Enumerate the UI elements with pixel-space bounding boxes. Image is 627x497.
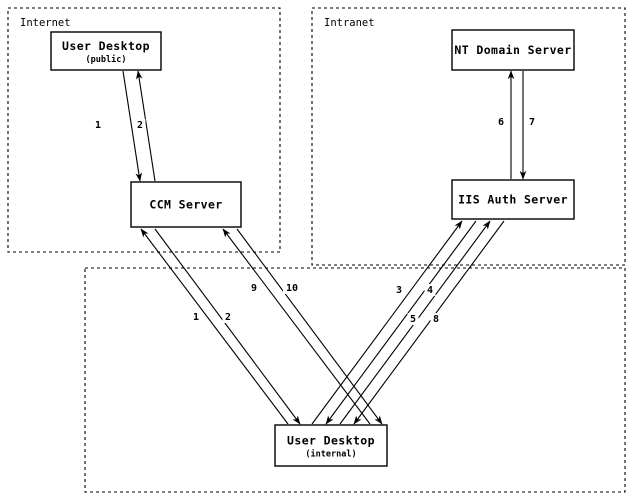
node-subtitle-user-desktop-public: (public) [86, 54, 127, 65]
node-title-nt-domain-server: NT Domain Server [454, 43, 571, 57]
node-user-desktop-public[interactable]: User Desktop(public) [50, 31, 162, 71]
node-ccm-server[interactable]: CCM Server [130, 181, 242, 228]
flow-label-backdrop-flow-8 [430, 313, 442, 325]
node-title-user-desktop-internal: User Desktop [287, 434, 375, 448]
zone-label-intranet: Intranet [324, 17, 375, 29]
flow-line-flow-3 [311, 220, 463, 425]
flow-line-flow-4 [325, 220, 477, 425]
flow-label-group-flow-8: 8 [430, 313, 442, 325]
flow-line-flow-8 [353, 220, 505, 425]
flow-label-backdrop-flow-7 [526, 116, 538, 128]
flow-label-group-flow-1-public: 1 [92, 119, 104, 131]
node-box-user-desktop-internal[interactable] [274, 424, 388, 467]
node-box-nt-domain-server[interactable] [451, 29, 575, 71]
flow-label-flow-5: 5 [410, 314, 416, 325]
node-box-user-desktop-public[interactable] [50, 31, 162, 71]
flow-label-flow-8: 8 [433, 314, 439, 325]
node-title-ccm-server: CCM Server [149, 198, 222, 212]
flow-label-group-flow-10: 10 [283, 282, 301, 294]
flow-line-flow-1-public [122, 70, 143, 182]
zone-internet: Internet [7, 7, 281, 253]
flow-line-flow-10 [236, 228, 383, 425]
zone-boundary-internal [84, 267, 626, 493]
node-box-iis-auth-server[interactable] [451, 179, 575, 220]
flow-label-backdrop-flow-5 [407, 313, 419, 325]
flow-label-group-flow-1-internal: 1 [190, 311, 202, 323]
flow-label-backdrop-flow-10 [283, 282, 301, 294]
zone-internal [84, 267, 626, 493]
flow-label-group-flow-4: 4 [424, 284, 436, 296]
zones-layer: Internet Intranet [7, 7, 626, 493]
flow-label-backdrop-flow-3 [393, 284, 405, 296]
flow-line-flow-1-internal [140, 228, 289, 425]
flow-label-backdrop-flow-2-public [134, 119, 146, 131]
flow-label-backdrop-flow-1-public [92, 119, 104, 131]
node-box-ccm-server[interactable] [130, 181, 242, 228]
flow-label-group-flow-2-internal: 2 [222, 311, 234, 323]
flow-label-backdrop-flow-1-internal [190, 311, 202, 323]
flow-label-group-flow-9: 9 [248, 282, 260, 294]
flow-label-backdrop-flow-6 [495, 116, 507, 128]
flow-label-group-flow-2-public: 2 [134, 119, 146, 131]
zone-intranet: Intranet [311, 7, 626, 266]
flow-label-backdrop-flow-9 [248, 282, 260, 294]
flow-label-flow-4: 4 [427, 285, 433, 296]
zone-boundary-intranet [311, 7, 626, 266]
flow-label-group-flow-3: 3 [393, 284, 405, 296]
flow-label-flow-3: 3 [396, 285, 402, 296]
zone-label-internet: Internet [20, 17, 71, 29]
node-title-user-desktop-public: User Desktop [62, 39, 150, 53]
flow-label-flow-6: 6 [498, 117, 504, 128]
node-user-desktop-internal[interactable]: User Desktop(internal) [274, 424, 388, 467]
flow-line-flow-2-internal [154, 228, 301, 425]
flow-label-flow-9: 9 [251, 283, 257, 294]
flow-label-group-flow-6: 6 [495, 116, 507, 128]
flows-layer [122, 70, 527, 425]
flow-label-flow-2-public: 2 [137, 120, 143, 131]
node-title-iis-auth-server: IIS Auth Server [458, 193, 568, 207]
flow-label-group-flow-7: 7 [526, 116, 538, 128]
flow-label-backdrop-flow-2-internal [222, 311, 234, 323]
flow-label-flow-10: 10 [286, 283, 298, 294]
node-subtitle-user-desktop-internal: (internal) [305, 449, 356, 460]
flow-labels-layer: 1 2 6 7 1 2 9 10 3 4 5 8 [92, 116, 538, 325]
flow-line-flow-9 [222, 228, 371, 425]
flow-line-flow-2-public [135, 70, 156, 182]
flow-label-flow-1-public: 1 [95, 120, 101, 131]
node-nt-domain-server[interactable]: NT Domain Server [451, 29, 575, 71]
flow-label-flow-7: 7 [529, 117, 535, 128]
node-iis-auth-server[interactable]: IIS Auth Server [451, 179, 575, 220]
flow-label-backdrop-flow-4 [424, 284, 436, 296]
flow-label-flow-2-internal: 2 [225, 312, 231, 323]
flow-label-group-flow-5: 5 [407, 313, 419, 325]
flow-label-flow-1-internal: 1 [193, 312, 199, 323]
